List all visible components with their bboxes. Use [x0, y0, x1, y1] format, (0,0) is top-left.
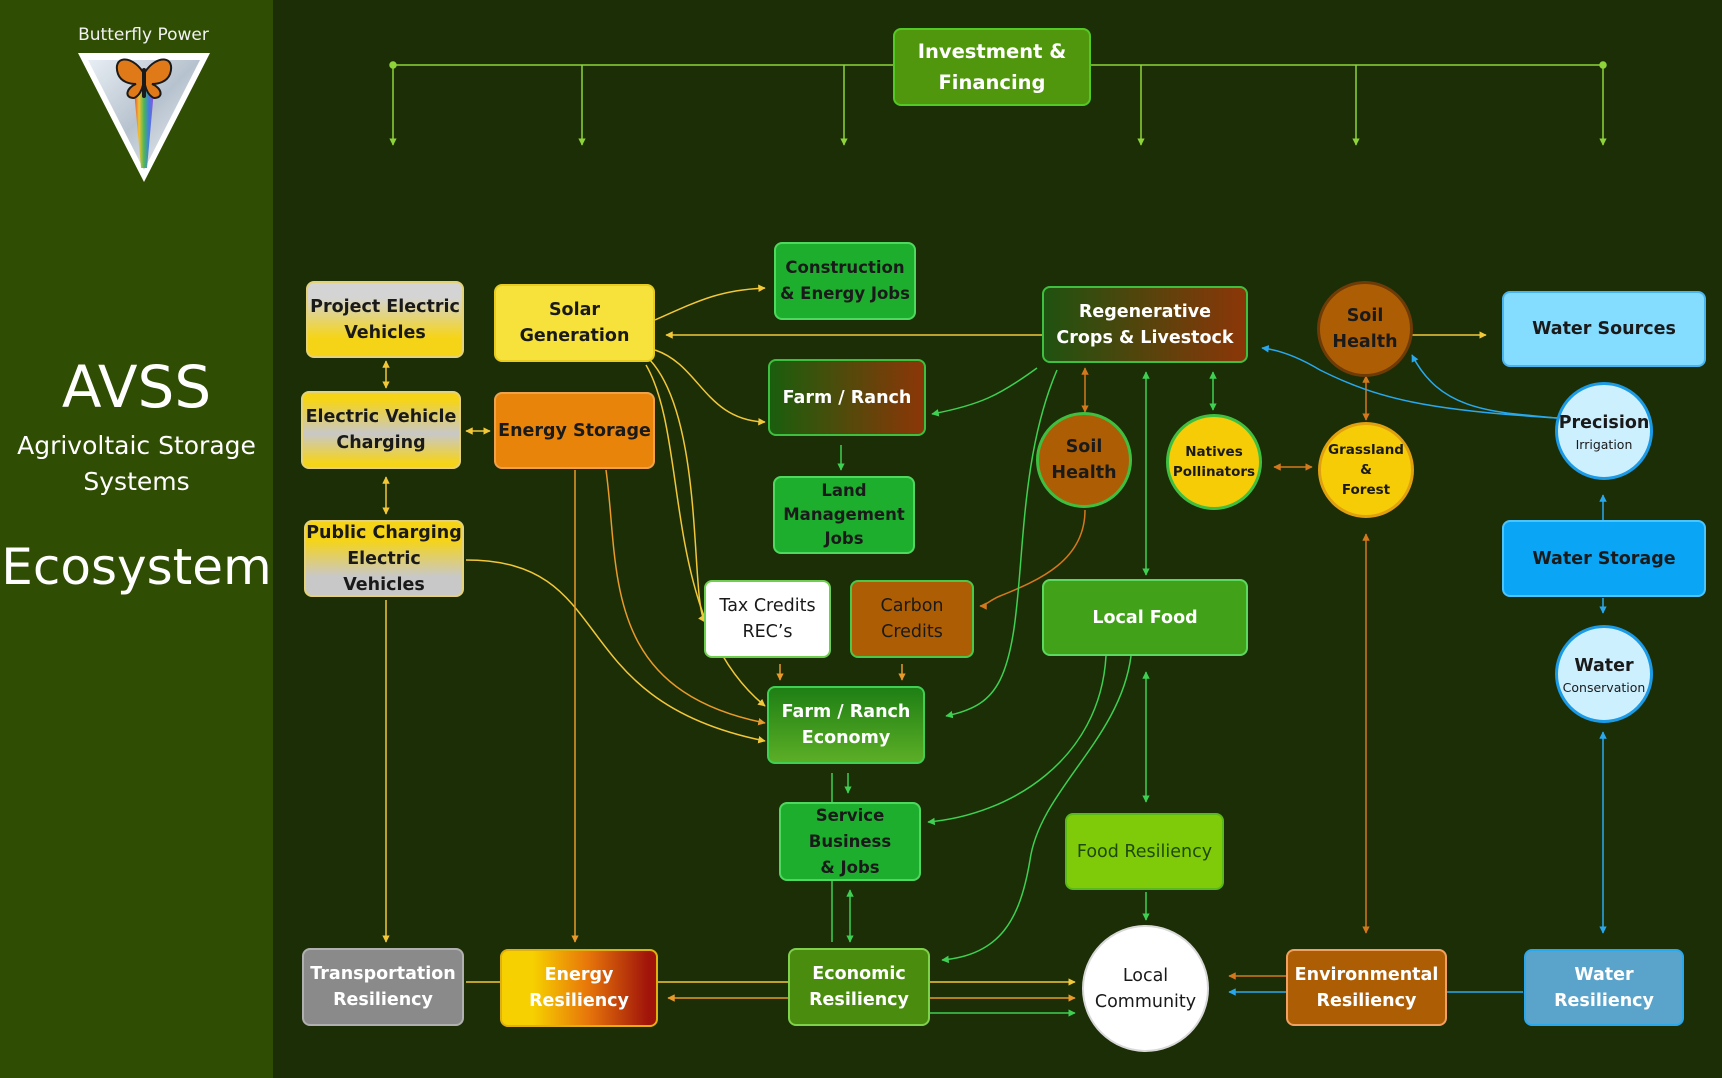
node-label-line: Solar: [548, 300, 601, 320]
node-label-line: Resiliency: [529, 991, 629, 1011]
node-label-line: Crops & Livestock: [1056, 327, 1234, 348]
node-label-line: Vehicles: [344, 322, 426, 343]
node-label-line: Transportation: [310, 964, 456, 984]
service-business-jobs-node[interactable]: Service Business & Jobs: [779, 802, 921, 881]
node-label-line: Project Electric: [310, 296, 460, 317]
node-label-line: Resiliency: [1554, 990, 1654, 1011]
subtitle-line: Systems: [83, 467, 190, 496]
investment-financing-node[interactable]: Investment & Financing: [893, 28, 1091, 106]
sidebar: Butterfly Power: [0, 0, 273, 1078]
node-label-line: REC’s: [742, 622, 793, 642]
node-label: Farm / Ranch: [782, 387, 912, 408]
node-label-line: Land: [821, 481, 867, 500]
node-label-line: Health: [1332, 332, 1398, 352]
butterfly-logo-icon: [78, 53, 210, 182]
node-label-line: Carbon: [880, 596, 944, 616]
node-label-line: Environmental: [1294, 964, 1439, 985]
water-storage-node[interactable]: Water Storage: [1502, 520, 1706, 597]
water-sources-node[interactable]: Water Sources: [1502, 291, 1706, 367]
node-label-line: Public Charging: [306, 522, 462, 543]
node-label-line: Natives: [1185, 444, 1243, 460]
section-title: Ecosystem: [1, 538, 272, 596]
node-label: Local Food: [1092, 607, 1198, 628]
node-label-line: Service Business: [808, 805, 892, 851]
node-label-line: Pollinators: [1172, 464, 1256, 480]
node-label-line: Forest: [1341, 482, 1391, 498]
node-label-line: Farm / Ranch: [781, 702, 911, 722]
grassland-forest-node[interactable]: Grassland & Forest: [1318, 422, 1414, 518]
node-label-line: Jobs: [824, 529, 864, 548]
node-label-line: Financing: [938, 71, 1046, 94]
node-label-line: Credits: [881, 622, 943, 642]
node-label-line: & Jobs: [820, 857, 880, 877]
node-label-line: Local: [1122, 965, 1169, 986]
node-label-line: Tax Credits: [719, 596, 816, 616]
page-subtitle: Agrivoltaic Storage Systems: [0, 428, 273, 500]
node-label-line: Resiliency: [1316, 990, 1417, 1011]
node-label: Water Sources: [1532, 319, 1676, 339]
node-label-line: Water: [1574, 964, 1634, 985]
water-connectors: [1228, 331, 1607, 996]
node-label-line: Community: [1094, 991, 1197, 1012]
node-label-line: Charging: [336, 433, 426, 453]
node-label-line: Soil: [1065, 437, 1103, 457]
node-label-line: Grassland &: [1328, 442, 1404, 478]
node-label-line: Resiliency: [809, 990, 909, 1010]
node-label-line: Investment &: [917, 40, 1067, 63]
node-label-line: Precision: [1558, 412, 1650, 433]
node-label-line: Resiliency: [333, 990, 433, 1010]
node-label-line: & Energy Jobs: [780, 284, 910, 303]
local-food-node[interactable]: Local Food: [1042, 579, 1248, 656]
node-label-line: Electric Vehicles: [343, 548, 425, 595]
subtitle-line: Agrivoltaic Storage: [17, 431, 256, 460]
node-label-line: Regenerative: [1078, 301, 1212, 322]
node-label-line: Energy: [544, 965, 614, 985]
brown-connectors: [979, 367, 1370, 980]
orange-connectors: [571, 469, 1076, 1002]
node-label-line: Health: [1051, 463, 1117, 483]
farm-ranch-node[interactable]: Farm / Ranch: [768, 359, 926, 436]
node-label-line: Management: [783, 505, 905, 524]
node-label: Water Storage: [1532, 548, 1676, 569]
food-resiliency-node[interactable]: Food Resiliency: [1065, 813, 1224, 890]
node-label-line: Generation: [519, 326, 630, 346]
node-label-line: Economic: [812, 964, 906, 984]
node-label-line: Conservation: [1562, 679, 1646, 695]
page-title: AVSS: [61, 353, 212, 421]
brand-name: Butterfly Power: [78, 25, 209, 45]
node-label-line: Construction: [785, 258, 905, 277]
node-label-line: Economy: [801, 728, 891, 748]
node-label: Food Resiliency: [1076, 841, 1213, 862]
node-label: Energy Storage: [498, 420, 651, 441]
node-label-line: Soil: [1346, 306, 1384, 326]
node-label-line: Electric Vehicle: [305, 407, 457, 427]
node-label-line: Water: [1574, 655, 1634, 676]
construction-energy-jobs-node[interactable]: Construction & Energy Jobs: [774, 242, 916, 320]
energy-storage-node[interactable]: Energy Storage: [494, 392, 655, 469]
node-label-line: Irrigation: [1575, 436, 1633, 452]
